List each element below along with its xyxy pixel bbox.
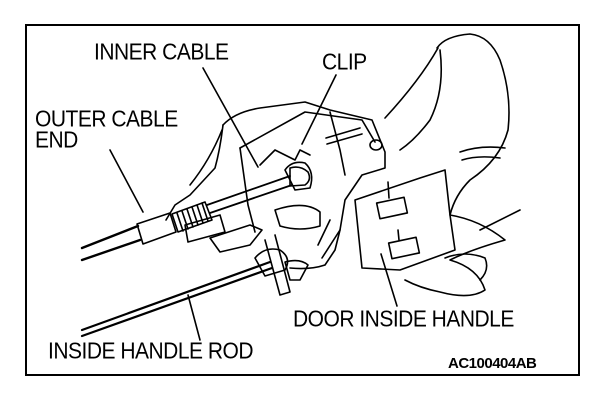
inner-cable bbox=[206, 175, 293, 214]
figure-border bbox=[25, 24, 580, 376]
label-inside-handle-rod: INSIDE HANDLE ROD bbox=[48, 338, 254, 365]
leader-inside-handle-rod bbox=[187, 294, 201, 341]
leader-clip bbox=[301, 74, 337, 145]
figure-code: AC100404AB bbox=[448, 355, 537, 372]
inside-handle-rod bbox=[80, 260, 274, 338]
outer-cable-end bbox=[136, 212, 177, 245]
leader-door-inside-handle bbox=[380, 253, 398, 307]
outer-cable bbox=[80, 224, 142, 262]
label-inner-cable: INNER CABLE bbox=[94, 39, 229, 66]
cable-spring bbox=[171, 201, 213, 233]
leader-inner-cable bbox=[202, 67, 259, 168]
handle-grip bbox=[404, 33, 510, 297]
leader-outer-cable-end bbox=[109, 149, 144, 213]
handle-grip-inner bbox=[399, 49, 443, 151]
label-outer-cable-end-line1: OUTER CABLE bbox=[35, 106, 178, 133]
label-outer-cable-end-line2: END bbox=[35, 127, 78, 154]
handle-bezel bbox=[354, 169, 456, 271]
label-door-inside-handle: DOOR INSIDE HANDLE bbox=[293, 306, 514, 333]
clip bbox=[284, 161, 313, 191]
handle-housing bbox=[222, 101, 386, 270]
label-clip: CLIP bbox=[322, 49, 367, 76]
